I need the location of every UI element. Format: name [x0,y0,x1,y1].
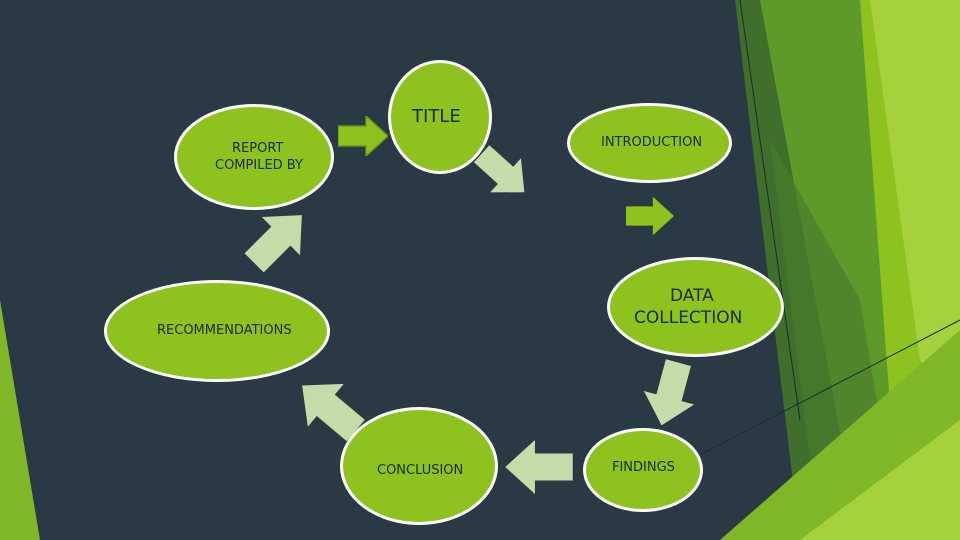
node-findings [583,428,703,512]
arrow-introduction-to-data-collection [626,196,674,236]
node-report-label-line1: REPORT [232,141,284,156]
arrow-report-to-title [338,116,388,156]
arrow-findings-to-conclusion [505,440,573,494]
left-edge-shape [0,300,40,540]
node-recommendations-label: RECOMMENDATIONS [157,323,292,338]
arrow-data-collection-to-findings [643,359,695,426]
node-data-collection [607,257,784,357]
node-title-label: TITLE [412,106,461,127]
node-introduction-label: INTRODUCTION [601,135,703,150]
arrow-recommendations-to-report [244,215,302,273]
node-findings-label: FINDINGS [612,460,675,475]
node-data-collection-label-line1: DATA [670,286,714,306]
node-conclusion-label: CONCLUSION [377,463,464,478]
node-conclusion [340,407,498,525]
decor-line-2 [689,319,960,461]
decor-line-1 [739,0,801,421]
right-shape-pale [870,0,960,420]
node-data-collection-label-line2: COLLECTION [634,308,743,328]
node-report-label-line2: COMPILED BY [215,158,303,173]
node-report-compiled-by [174,104,334,210]
arrow-title-to-introduction [473,145,525,193]
node-title [388,60,492,174]
node-recommendations [104,280,330,382]
arrow-conclusion-to-recommendations [302,383,365,442]
bottom-right-shape-light [800,420,960,540]
node-introduction [567,103,732,183]
